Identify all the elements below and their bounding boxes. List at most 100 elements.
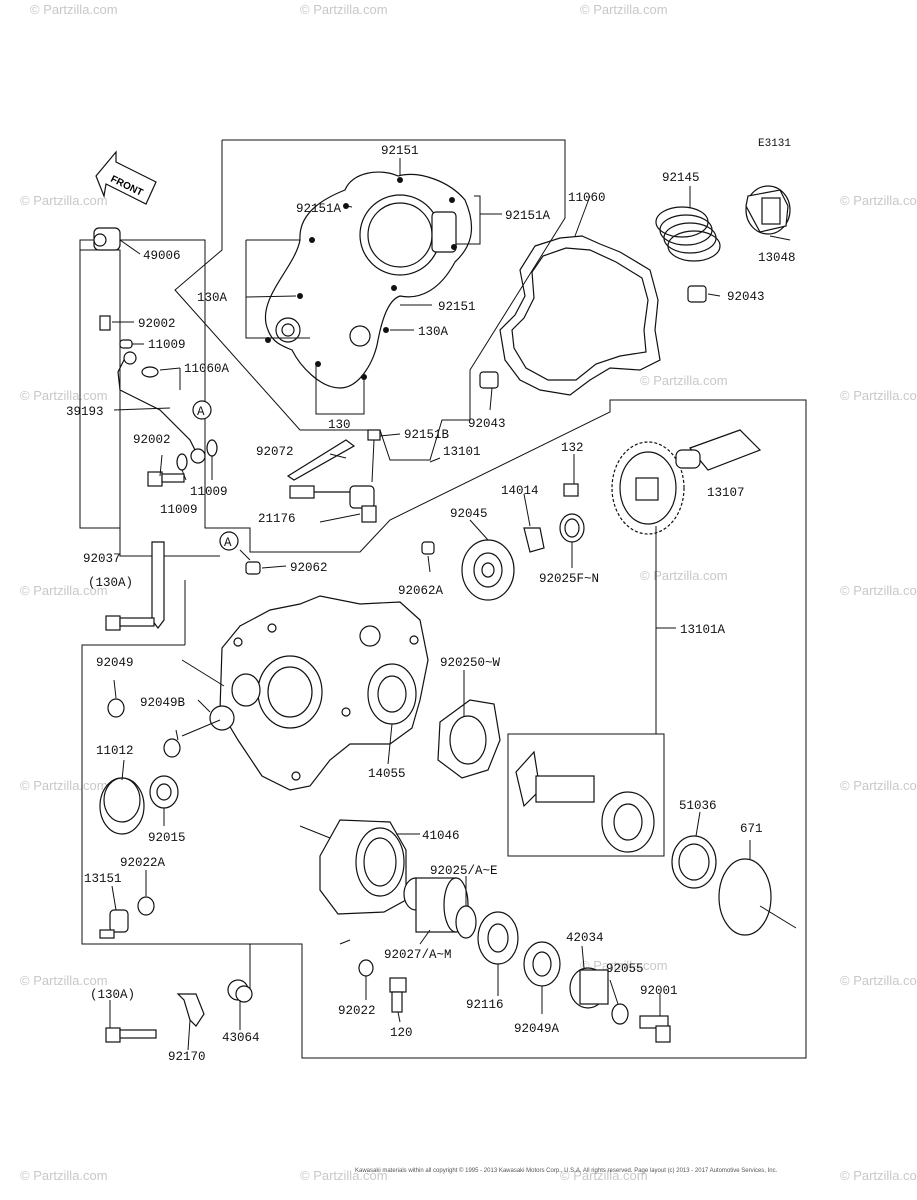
callout-130A-paren-top: (130A) [88, 576, 133, 590]
watermark-text: © Partzilla.com [300, 2, 388, 17]
leader-lines [109, 158, 791, 1051]
callout-92043-right: 92043 [727, 290, 765, 304]
nut-92015-part [149, 775, 179, 809]
callout-130A-left: 130A [197, 291, 228, 305]
callout-11009-right: 11009 [190, 485, 228, 499]
callout-92022A: 92022A [120, 856, 166, 870]
callout-92151B: 92151B [404, 428, 450, 442]
shaft-13107-part [675, 429, 762, 471]
circle-a-low-label: A [224, 536, 232, 550]
callout-92151A-left: 92151A [296, 202, 342, 216]
hose-39193-part [117, 351, 206, 464]
callout-92022: 92022 [338, 1004, 376, 1018]
callout-11009-top: 11009 [148, 338, 186, 352]
sensor-21176-part [289, 485, 377, 523]
watermark-text: © Partzilla.com [30, 2, 118, 17]
circle-a-low [219, 531, 239, 551]
callout-92170: 92170 [168, 1050, 206, 1064]
watermark-text: © Partzilla.com [640, 373, 728, 388]
callout-43064: 43064 [222, 1031, 260, 1045]
gasket-11060-part [499, 235, 661, 396]
fitting-49006-part [93, 227, 121, 251]
callout-49006: 49006 [143, 249, 181, 263]
watermark-text: © Partzilla.com [840, 973, 917, 988]
front-arrow-icon: FRONT [95, 150, 157, 205]
o-ring-671-part [718, 858, 797, 936]
callout-92015: 92015 [148, 831, 186, 845]
callout-92055: 92055 [606, 962, 644, 976]
watermark-text: © Partzilla.com [580, 958, 668, 973]
bracket-92037-part [105, 541, 165, 631]
joint-42034-part [569, 967, 609, 1009]
circle-a-top [192, 400, 212, 420]
callout-92062A: 92062A [398, 584, 444, 598]
plate-14014-part [523, 483, 579, 553]
watermark-text: © Partzilla.com [20, 388, 108, 403]
callout-92151-top: 92151 [381, 144, 419, 158]
callout-11009-low: 11009 [160, 503, 198, 517]
callout-130A-right: 130A [418, 325, 449, 339]
callout-92049B: 92049B [140, 696, 186, 710]
callout-13151: 13151 [84, 872, 122, 886]
seal-92049A-part [523, 941, 561, 987]
callout-92037: 92037 [83, 552, 121, 566]
callout-11012: 11012 [96, 744, 134, 758]
dowel-92062-part [245, 541, 435, 575]
callout-92145: 92145 [662, 171, 700, 185]
o-ring-92055-part [611, 1003, 629, 1025]
copyright-text: Kawasaki materials within all copyright … [355, 1167, 778, 1174]
switch-13151-part [99, 909, 129, 939]
bolt-92001-part [639, 1015, 671, 1043]
callout-41046: 41046 [422, 829, 460, 843]
watermark-text: © Partzilla.com [840, 193, 917, 208]
watermark-text: © Partzilla.com [20, 778, 108, 793]
callout-13048: 13048 [758, 251, 796, 265]
clamp-92170-part [105, 993, 205, 1043]
callout-92043-low: 92043 [468, 417, 506, 431]
watermark-text: © Partzilla.com [20, 973, 108, 988]
cable-tie-92072-part [286, 439, 356, 481]
washer-11009-part [176, 439, 218, 471]
watermark-text: © Partzilla.com [580, 2, 668, 17]
callout-39193: 39193 [66, 405, 104, 419]
watermark-text: © Partzilla.com [20, 583, 108, 598]
circle-a-top-label: A [197, 405, 205, 419]
callout-92116: 92116 [466, 998, 504, 1012]
callout-92151-mid: 92151 [438, 300, 476, 314]
seal-51036-part [671, 835, 717, 889]
callout-130A-paren-low: (130A) [90, 988, 135, 1002]
callout-92049: 92049 [96, 656, 134, 670]
callout-92062: 92062 [290, 561, 328, 575]
bolt-92151B-part [367, 429, 381, 483]
watermark-text: © Partzilla.com [640, 568, 728, 583]
washer-92022A-part [137, 896, 155, 916]
shim-92025AE-part [455, 905, 477, 939]
coupling-13048-part [745, 185, 791, 235]
callout-92002-low: 92002 [133, 433, 171, 447]
gasket-92025OW-part [437, 699, 501, 779]
grommet-43064-part [227, 979, 253, 1003]
watermark-text: © Partzilla.com [840, 1168, 917, 1183]
callout-92025AE: 92025/A~E [430, 864, 498, 878]
callout-11060A: 11060A [184, 362, 230, 376]
callout-92027AM: 92027/A~M [384, 948, 452, 962]
spring-92145-part [655, 206, 721, 262]
bearing-92116-part [477, 911, 519, 965]
group-outlines [79, 139, 807, 1059]
callout-92049A: 92049A [514, 1022, 560, 1036]
callout-671: 671 [740, 822, 763, 836]
bearing-92045-part [461, 539, 515, 601]
callout-14014: 14014 [501, 484, 539, 498]
seal-92049-part [107, 698, 235, 758]
callout-labels: 92151 92151A 92151A 11060 92145 13048 49… [66, 144, 796, 1064]
gear-case-14055-part [219, 595, 429, 791]
washer-92022-part [358, 959, 374, 977]
callout-21176: 21176 [258, 512, 296, 526]
callout-92002-top: 92002 [138, 317, 176, 331]
callout-42034: 42034 [566, 931, 604, 945]
pinion-assembly-13101A-part [515, 750, 655, 853]
callout-92025OW: 920250~W [440, 656, 501, 670]
sleeve-92027-part [403, 877, 469, 933]
callout-51036: 51036 [679, 799, 717, 813]
